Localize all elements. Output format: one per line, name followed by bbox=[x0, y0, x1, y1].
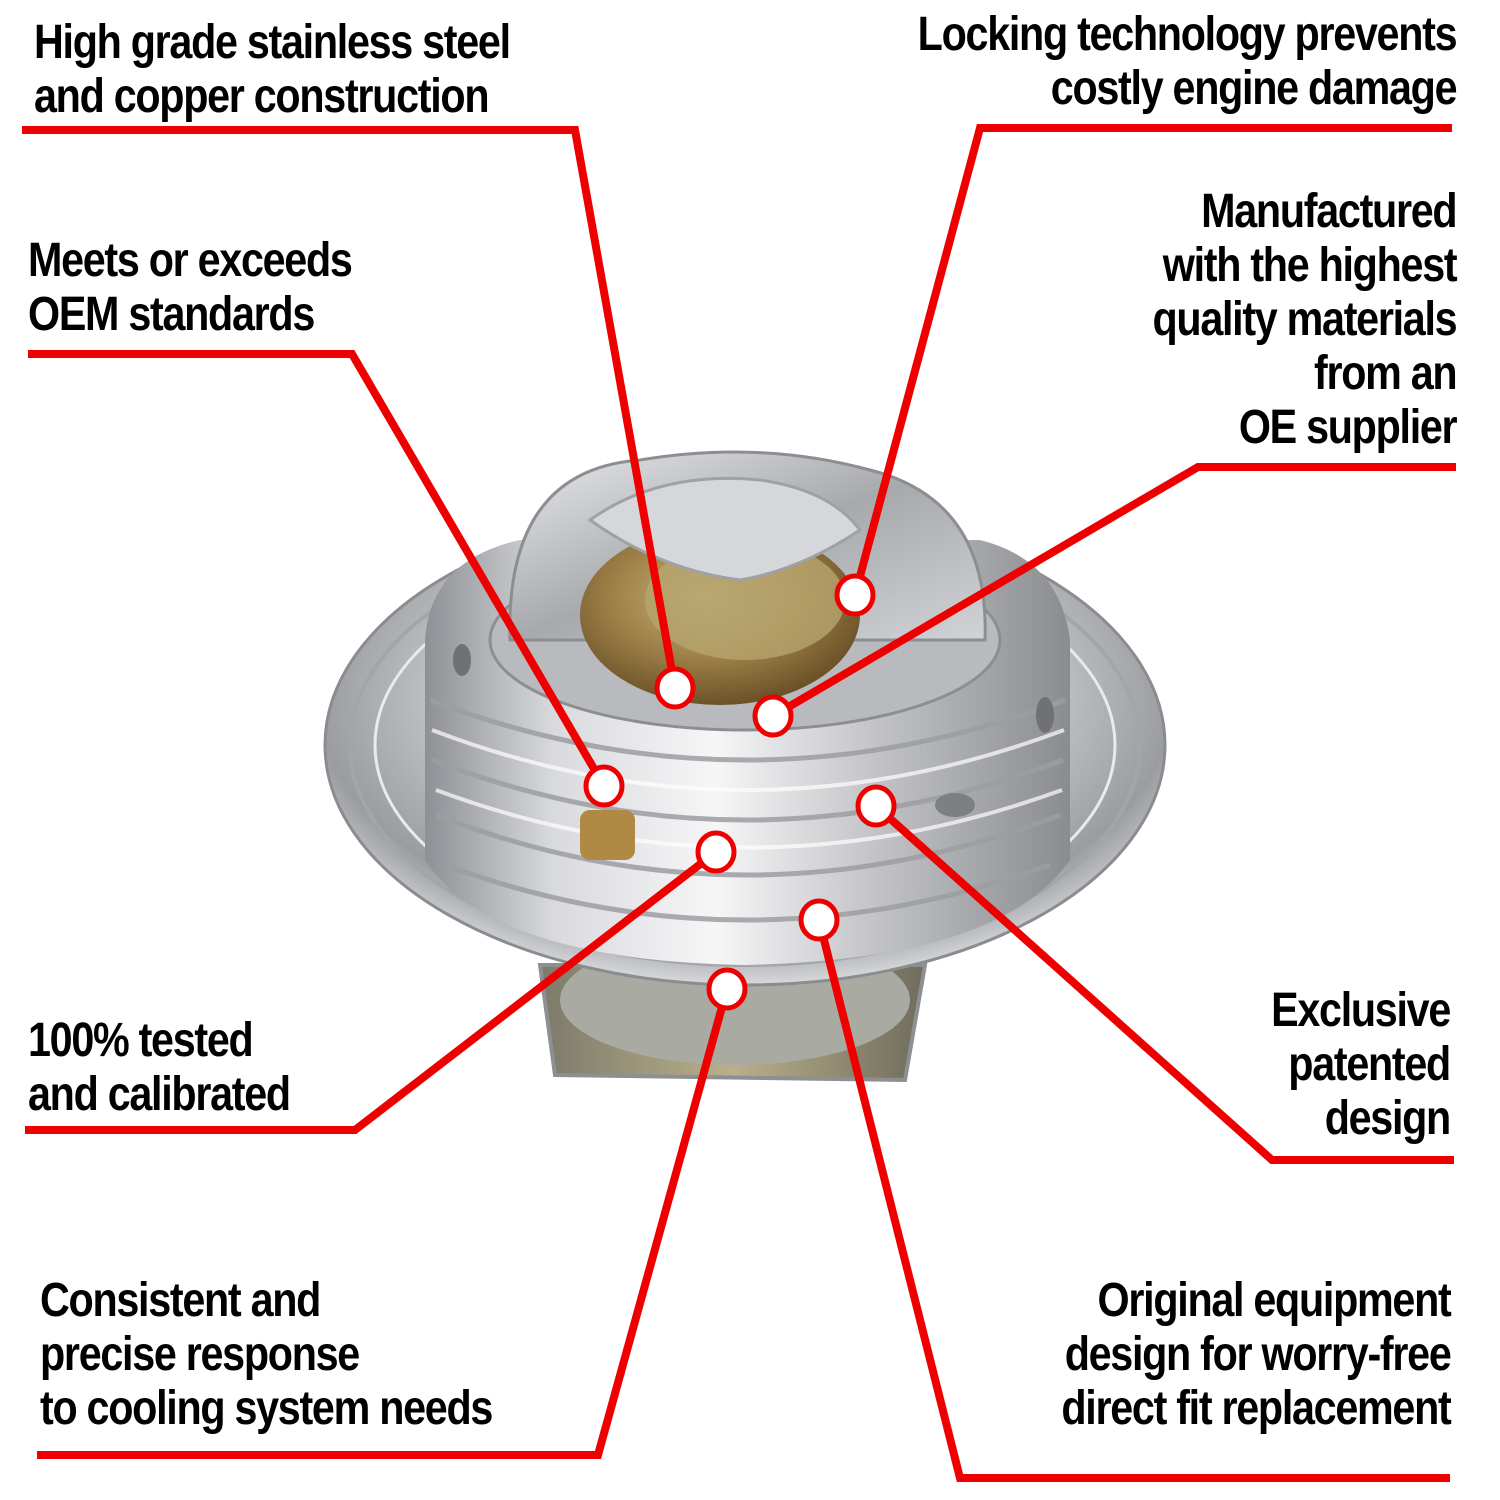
leader-line-tested-calibrated bbox=[25, 848, 719, 1134]
callout-line: to cooling system needs bbox=[40, 1382, 493, 1435]
callout-line: design bbox=[1324, 1092, 1452, 1145]
callout-stainless-copper: High grade stainless steel and copper co… bbox=[34, 16, 511, 124]
callout-oe-supplier: Manufactured with the highest quality ma… bbox=[1152, 185, 1458, 455]
callout-line: Locking technology prevents bbox=[917, 8, 1457, 61]
callout-direct-fit: Original equipment design for worry-free… bbox=[1060, 1274, 1451, 1436]
callout-dot-direct-fit bbox=[798, 898, 840, 942]
callout-line: High grade stainless steel bbox=[34, 16, 511, 69]
callout-dot-oem-standards bbox=[583, 764, 625, 808]
leader-line-patented-design bbox=[873, 803, 1454, 1164]
leader-line-direct-fit bbox=[815, 919, 1450, 1482]
callout-tested-calibrated: 100% tested and calibrated bbox=[28, 1014, 291, 1122]
callout-line: design for worry-free bbox=[1064, 1328, 1451, 1381]
callout-line: Original equipment bbox=[1097, 1274, 1451, 1327]
callout-dot-tested-calibrated bbox=[695, 830, 737, 874]
callout-line: Manufactured bbox=[1200, 185, 1457, 238]
callout-line: OE supplier bbox=[1238, 401, 1458, 454]
callout-line: patented bbox=[1288, 1038, 1451, 1091]
callout-line: and calibrated bbox=[28, 1068, 291, 1121]
callout-line: direct fit replacement bbox=[1060, 1382, 1451, 1435]
callout-line: 100% tested bbox=[28, 1014, 254, 1067]
leader-line-oe-supplier bbox=[770, 463, 1456, 720]
callout-patented-design: Exclusive patented design bbox=[1271, 984, 1452, 1146]
callout-dot-patented-design bbox=[855, 784, 897, 828]
callout-dot-consistent-response bbox=[706, 967, 748, 1011]
callout-line: Exclusive bbox=[1271, 984, 1451, 1037]
callout-line: with the highest bbox=[1162, 239, 1457, 292]
callout-dot-stainless-copper bbox=[654, 666, 696, 710]
thermostat-photo bbox=[323, 450, 1167, 1083]
callout-oem-standards: Meets or exceeds OEM standards bbox=[28, 234, 353, 342]
callout-line: precise response bbox=[40, 1328, 360, 1381]
callout-line: costly engine damage bbox=[1050, 62, 1458, 115]
callout-line: from an bbox=[1313, 347, 1458, 400]
leader-line-locking-technology bbox=[851, 124, 1452, 597]
callout-line: Consistent and bbox=[40, 1274, 321, 1327]
callout-locking-technology: Locking technology prevents costly engin… bbox=[917, 8, 1458, 116]
leader-line-oem-standards bbox=[28, 350, 608, 789]
callout-line: Meets or exceeds bbox=[28, 234, 353, 287]
leader-line-stainless-copper bbox=[22, 126, 679, 689]
callout-line: OEM standards bbox=[28, 288, 315, 341]
callout-dot-oe-supplier bbox=[752, 694, 794, 738]
callout-line: quality materials bbox=[1152, 293, 1457, 346]
leader-line-consistent-response bbox=[37, 987, 731, 1459]
callout-line: and copper construction bbox=[34, 70, 490, 123]
callout-dot-locking-technology bbox=[834, 573, 876, 617]
callout-consistent-response: Consistent and precise response to cooli… bbox=[40, 1274, 493, 1436]
